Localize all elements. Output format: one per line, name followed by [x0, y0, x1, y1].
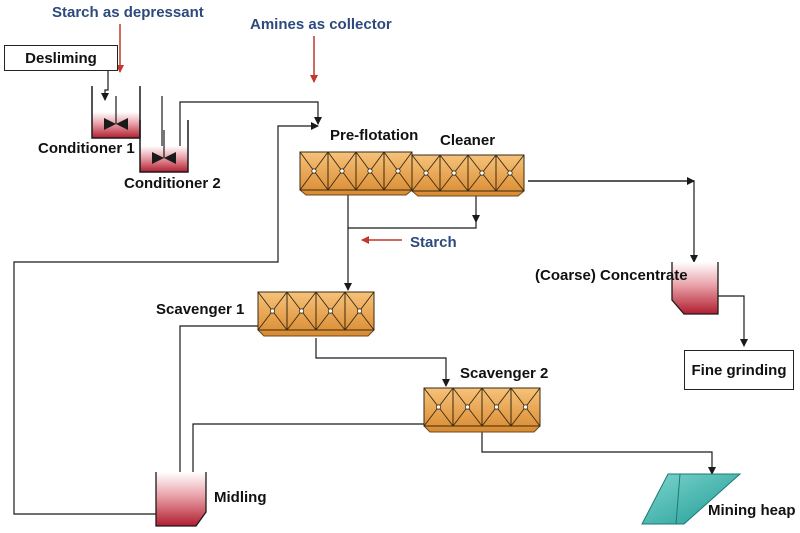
- conditioner-2-label: Conditioner 2: [124, 175, 221, 192]
- flotation-cell: [439, 154, 469, 192]
- flow-concentrate-to-fine-grinding: [716, 295, 748, 347]
- conditioner-2-tank: [139, 120, 189, 173]
- conditioner-1-tank: [91, 86, 141, 139]
- cleaner-cell-bank: [411, 154, 525, 197]
- flotation-cell: [355, 151, 385, 191]
- coarse-concentrate-label: (Coarse) Concentrate: [535, 267, 688, 284]
- starch-label: Starch: [410, 234, 457, 251]
- flow-scavenger-1-to-scavenger-2: [315, 338, 450, 387]
- scavenger-1-cell-bank: [257, 291, 375, 337]
- flow-scavenger-2-to-midling: [189, 423, 424, 481]
- starch-as-depressant-label: Starch as depressant: [52, 4, 204, 21]
- conditioner-1-label: Conditioner 1: [38, 140, 135, 157]
- flotation-cell: [344, 291, 375, 331]
- scavenger-2-label: Scavenger 2: [460, 365, 549, 382]
- flow-cleaner-to-concentrate: [528, 180, 698, 263]
- flotation-cell: [411, 154, 441, 192]
- scavenger-1-label: Scavenger 1: [156, 301, 245, 318]
- scavenger-2-cell-bank: [423, 387, 541, 433]
- flotation-cell: [481, 387, 512, 427]
- flow-scavenger-2-to-heap: [481, 432, 716, 475]
- midling-tank: [155, 472, 207, 527]
- flotation-cell: [467, 154, 497, 192]
- flotation-cell: [510, 387, 541, 427]
- flotation-cell: [257, 291, 288, 331]
- pre-flotation-label: Pre-flotation: [330, 127, 419, 144]
- mining-heap-shape: [641, 473, 742, 525]
- flow-desliming-to-conditioner-1: [101, 70, 109, 101]
- amines-as-collector-label: Amines as collector: [250, 16, 392, 33]
- fine-grinding-box: Fine grinding: [684, 350, 794, 390]
- flow-conditioner-2-to-preflotation: [179, 101, 322, 150]
- pre-flotation-cell-bank: [299, 151, 413, 196]
- flow-preflotation-tails: [347, 195, 477, 229]
- midling-label: Midling: [214, 489, 267, 506]
- mining-heap-label: Mining heap: [708, 502, 796, 519]
- coarse-concentrate-tank: [671, 262, 719, 315]
- cleaner-label: Cleaner: [440, 132, 496, 149]
- flow-scavenger-1-to-midling: [176, 325, 258, 481]
- desliming-box: Desliming: [4, 45, 118, 71]
- flotation-cell: [495, 154, 525, 192]
- flow-midling-recycle: [13, 122, 319, 515]
